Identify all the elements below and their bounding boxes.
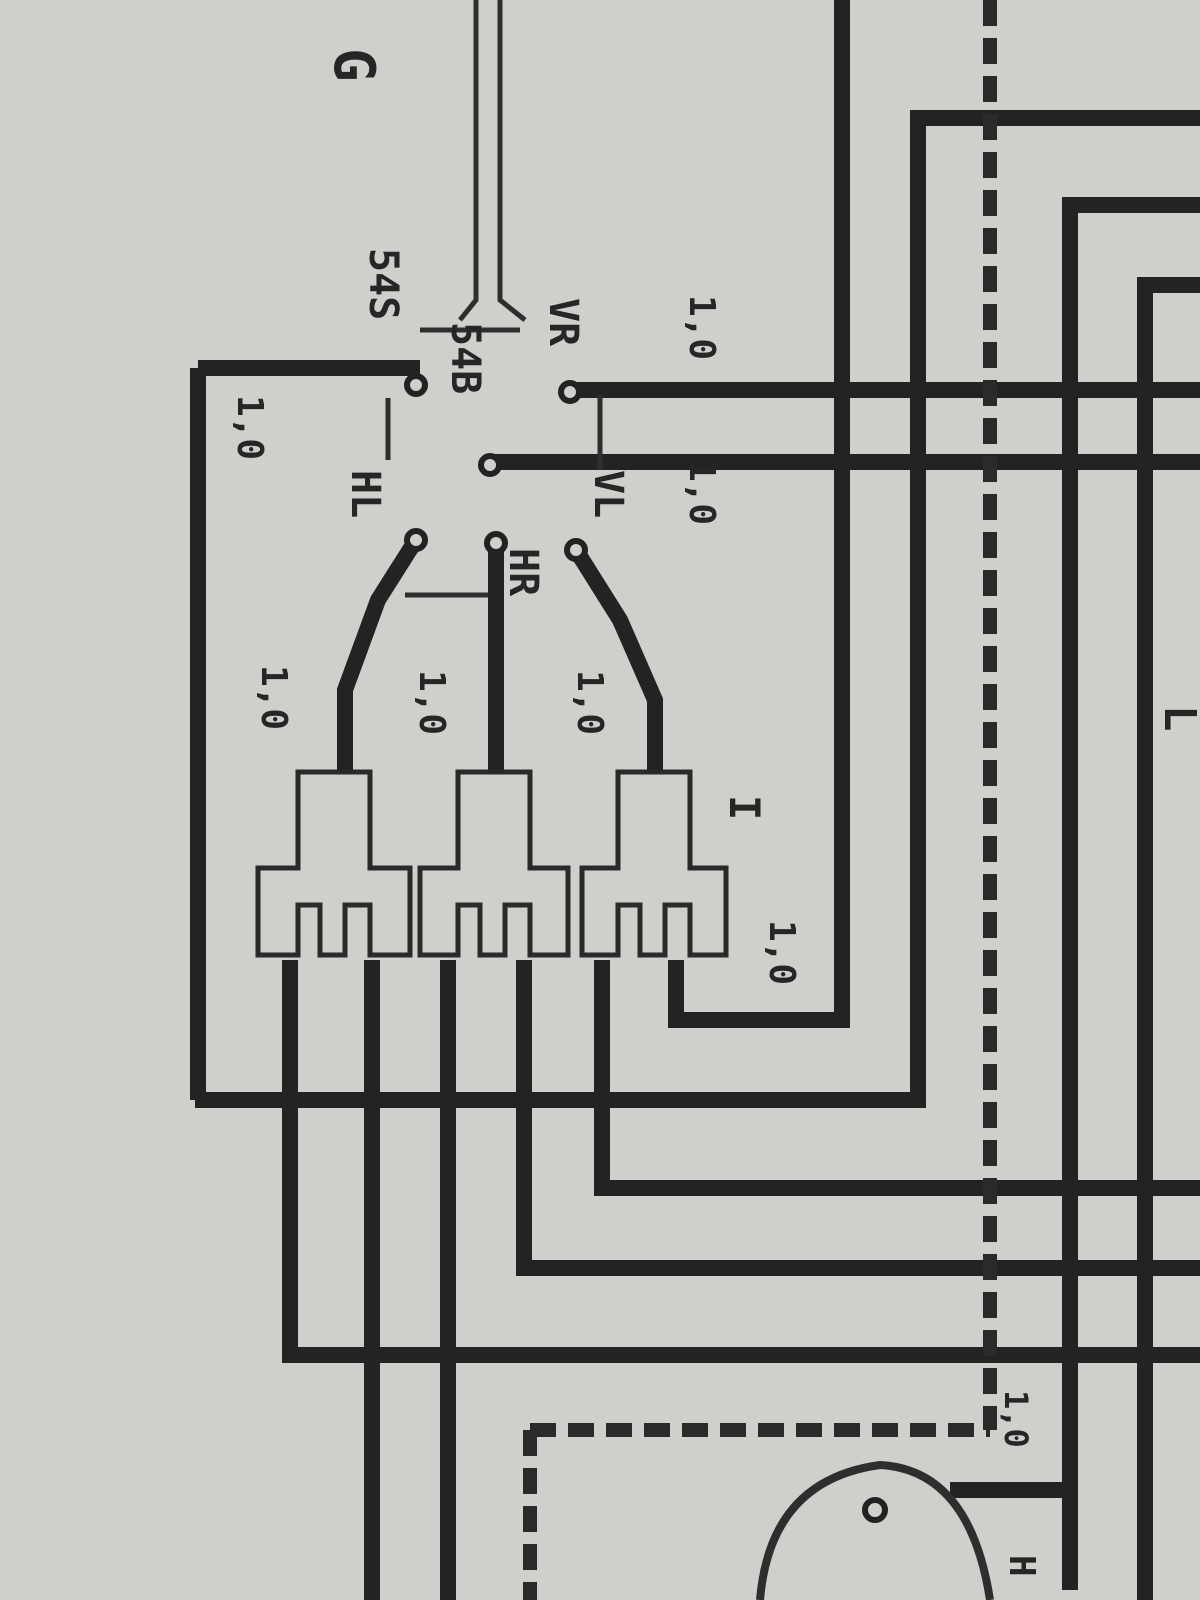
wire-size-lamp-left: 1,0 (253, 665, 294, 730)
wire-size-box-left: 1,0 (229, 395, 270, 460)
lamp-socket-right (579, 769, 729, 958)
lamp-symbol: I (720, 795, 769, 820)
bottom-fragment: H (1001, 1555, 1042, 1577)
labels: G 54S 54B VR HL HR VL 1,0 1,0 1,0 1,0 1,… (229, 48, 1200, 1577)
wire-size-lamp-right: 1,0 (569, 670, 610, 735)
bottom-component-outline (756, 1460, 994, 1600)
edge-letter: L (1154, 705, 1200, 732)
terminal-label-54b: 54B (442, 322, 488, 394)
terminal-label-54s: 54S (360, 248, 406, 320)
lamp-socket-middle (417, 769, 571, 958)
terminal-label-hl: HL (342, 470, 388, 518)
corner-letter: G (321, 48, 386, 82)
lamp-socket-left (255, 769, 413, 958)
terminal-label-vr: VR (540, 298, 586, 347)
wire-size-lamp-return: 1,0 (761, 920, 802, 985)
harness-wires (190, 0, 1200, 1600)
wire-size-vr-right: 1,0 (681, 295, 722, 360)
terminal-dots (404, 373, 888, 1523)
wire-size-lamp-middle: 1,0 (411, 670, 452, 735)
terminal-label-vl: VL (585, 470, 631, 518)
switch-links (337, 535, 663, 775)
wire-size-vl-right: 1,0 (681, 460, 722, 525)
terminal-label-hr: HR (500, 548, 546, 597)
lamp-sockets (255, 769, 729, 958)
dashed-wires (523, 0, 997, 1600)
thin-wires (385, 0, 603, 598)
wire-size-bottom-right: 1,0 (997, 1390, 1035, 1448)
